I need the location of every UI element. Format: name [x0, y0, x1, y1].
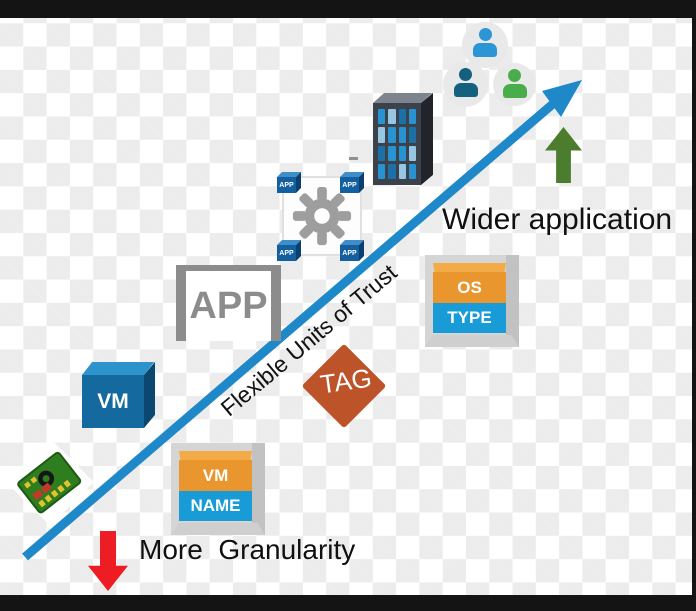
user-head [508, 69, 521, 82]
more-granularity-label: More Granularity [139, 534, 356, 565]
app-bracket-left-bar [176, 265, 186, 341]
top-letterbox-bar [0, 0, 696, 18]
user-body [502, 84, 527, 98]
app-mini-cube: APP [277, 172, 302, 194]
vm-name-box-top-label: VM [179, 460, 252, 491]
user-avatar-dark [443, 62, 488, 107]
user-head [459, 68, 472, 81]
app-bracket-top-bar [176, 265, 281, 271]
bottom-letterbox-bar [0, 595, 696, 611]
gear-icon [292, 186, 352, 246]
os-type-box-top-label: OS [433, 272, 506, 303]
app-mini-cube-label: APP [340, 245, 359, 261]
app-group-cluster: APP APP APP APP [277, 172, 367, 264]
os-type-box: OS TYPE [425, 255, 519, 347]
os-type-box-bottom-label: TYPE [433, 303, 506, 333]
right-letterbox-bar [692, 0, 696, 611]
app-mini-cube: APP [340, 172, 365, 194]
user-avatar-blue [462, 22, 508, 68]
building-windows [373, 103, 421, 185]
user-body [473, 43, 497, 57]
app-mini-cube: APP [277, 240, 302, 262]
app-bracket-fill [186, 271, 271, 341]
app-bracket-label: APP [189, 284, 268, 327]
dash-mark [349, 157, 358, 160]
office-building-icon [373, 92, 443, 185]
vm-cube: VM [82, 361, 156, 428]
app-bracket: APP [176, 265, 281, 341]
vm-cube-side-face [144, 361, 155, 428]
wider-application-label: Wider application [442, 203, 673, 236]
vm-name-box-bottom-label: NAME [179, 491, 252, 521]
vm-cube-top-face [82, 362, 155, 375]
app-mini-cube: APP [340, 240, 365, 262]
app-mini-cube-label: APP [277, 177, 296, 193]
circuit-board-icon [6, 438, 94, 526]
app-mini-cube-label: APP [277, 245, 296, 261]
user-avatar-green [493, 63, 536, 106]
app-mini-cube-label: APP [340, 177, 359, 193]
app-bracket-right-bar [271, 265, 281, 341]
user-head [478, 28, 492, 41]
vm-name-box: VM NAME [171, 443, 265, 535]
user-body [453, 83, 478, 97]
vm-cube-label: VM [82, 375, 144, 428]
